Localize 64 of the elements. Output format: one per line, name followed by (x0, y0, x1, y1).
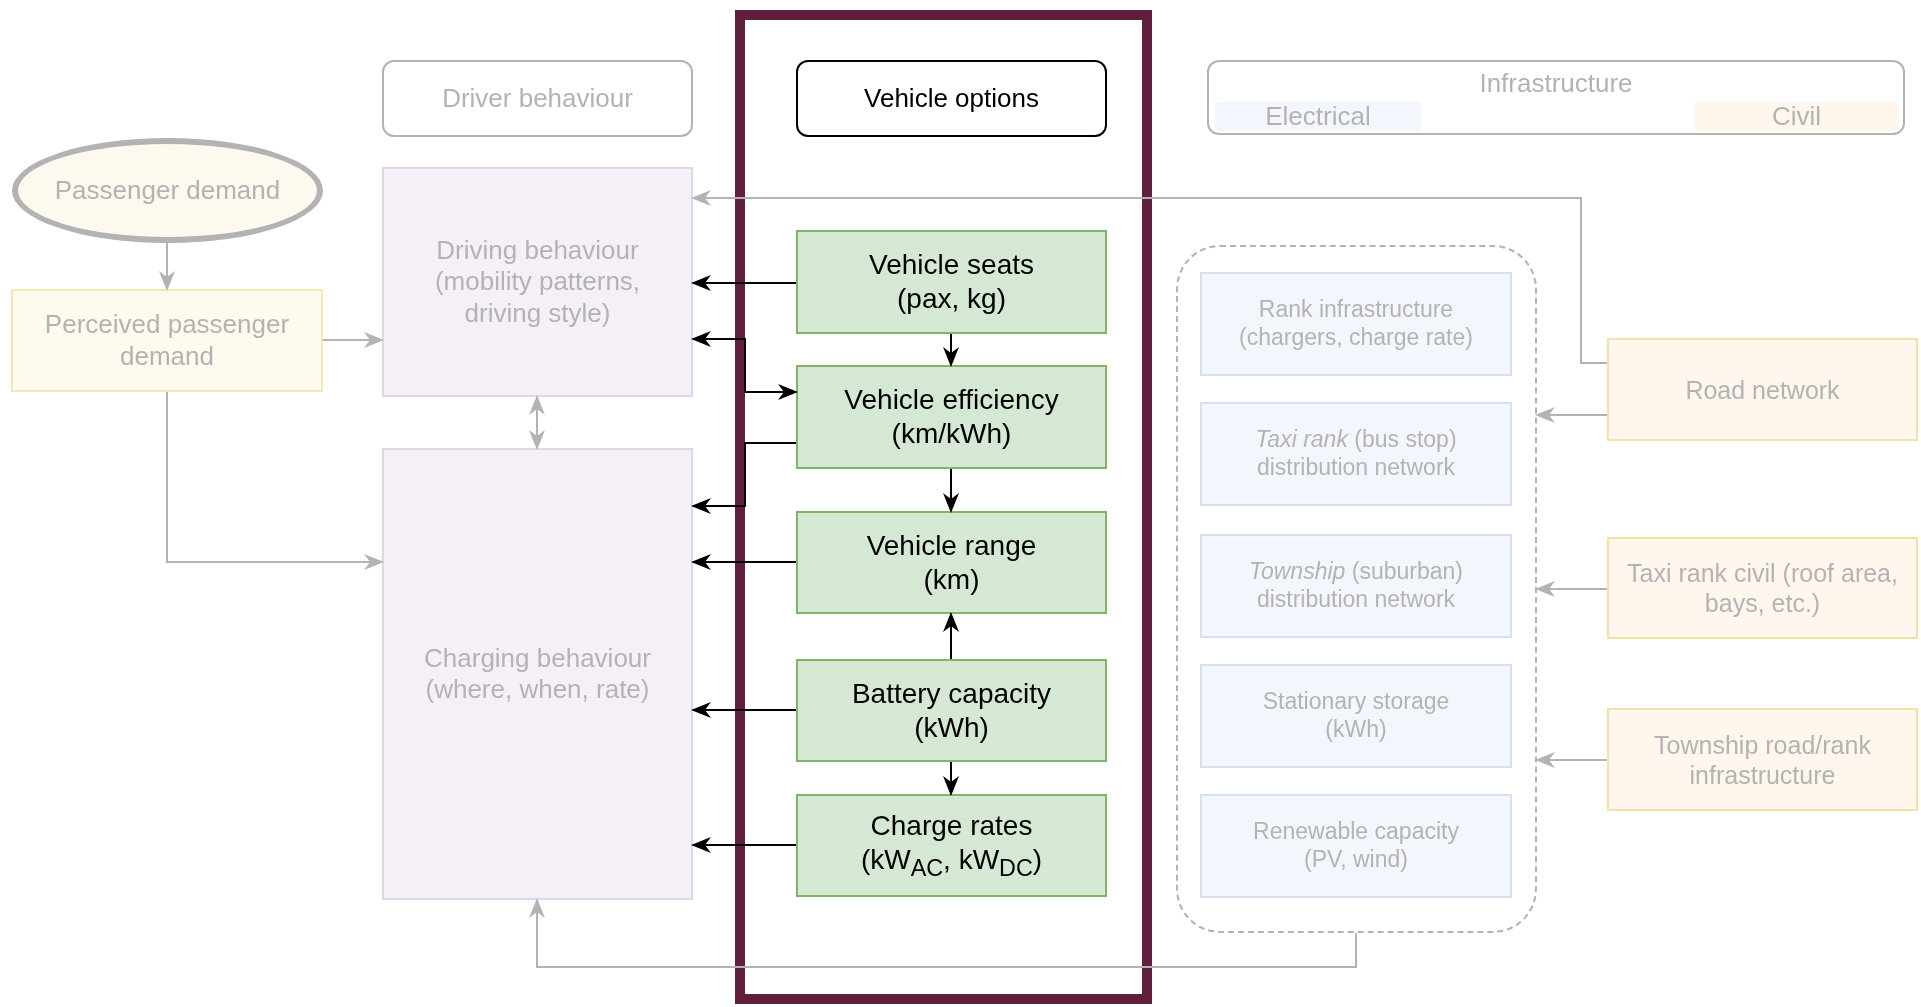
arrow (529, 898, 1357, 968)
arrow (943, 761, 959, 796)
node-label: Driving behaviour (mobility patterns, driving style) (433, 235, 642, 329)
arrow (943, 468, 959, 513)
group-container (1176, 245, 1537, 933)
process-box (1200, 794, 1512, 898)
process-box (1200, 534, 1512, 638)
group-heading: Infrastructure (1479, 68, 1633, 100)
arrow (322, 332, 384, 348)
process-box (11, 289, 323, 392)
process-box (796, 794, 1107, 897)
node-label: Vehicle seats (pax, kg) (868, 248, 1035, 316)
process-box (382, 167, 693, 397)
node-label: Driver behaviour (442, 82, 633, 115)
arrow (691, 554, 797, 570)
node-label: Vehicle options (864, 82, 1039, 115)
node-label: Township road/rank infrastructure (1653, 729, 1872, 790)
arrow (1535, 581, 1608, 597)
node-label: Electrical (1265, 100, 1371, 133)
arrow (943, 333, 959, 367)
header-box (796, 60, 1107, 137)
node-label: Rank infrastructure (chargers, charge rate) (1238, 296, 1474, 352)
arrow (691, 190, 1608, 364)
header-box (1207, 60, 1905, 135)
category-band (1215, 102, 1421, 131)
arrow (1535, 407, 1608, 423)
process-box (1607, 708, 1918, 811)
node-label: Perceived passenger demand (43, 309, 291, 372)
node-label: Charge rates (kW$_{AC}$, kW$_{DC}$) (859, 808, 1044, 883)
arrow (1535, 752, 1608, 768)
process-box (796, 230, 1107, 334)
node-label: Passenger demand (54, 174, 281, 207)
process-box (1200, 402, 1512, 506)
node-label: Battery capacity (kWh) (850, 676, 1053, 745)
arrow (691, 702, 797, 718)
process-box (1200, 664, 1512, 768)
process-box (1607, 338, 1918, 441)
process-box (796, 659, 1107, 762)
arrow (691, 331, 798, 400)
arrow (691, 442, 797, 514)
node-label: Civil (1771, 100, 1822, 133)
process-box (796, 365, 1107, 469)
node-label: Charging behaviour (where, when, rate) (423, 642, 652, 706)
node-label: Taxi rank (bus stop) distribution network (1254, 426, 1458, 482)
arrow (529, 395, 545, 450)
node-label: Taxi rank civil (roof area, bays, etc.) (1626, 558, 1899, 618)
category-band (1694, 102, 1899, 131)
arrow (159, 242, 175, 291)
node-label: Vehicle efficiency (km/kWh) (843, 383, 1060, 451)
arrow (691, 837, 797, 853)
node-label: Stationary storage (kWh) (1261, 688, 1451, 744)
highlight-frame (735, 10, 1152, 1004)
process-box (1200, 272, 1512, 376)
header-box (382, 60, 693, 137)
node-label: Road network (1685, 374, 1840, 405)
node-label: Vehicle range (km) (865, 528, 1038, 597)
arrow (943, 612, 959, 660)
process-box (382, 448, 693, 900)
process-box (1607, 537, 1918, 639)
node-label: Renewable capacity (PV, wind) (1252, 818, 1460, 874)
process-box (796, 511, 1107, 614)
arrow (691, 275, 797, 291)
arrow (166, 391, 384, 570)
node-label: Township (suburban) distribution network (1248, 558, 1464, 614)
